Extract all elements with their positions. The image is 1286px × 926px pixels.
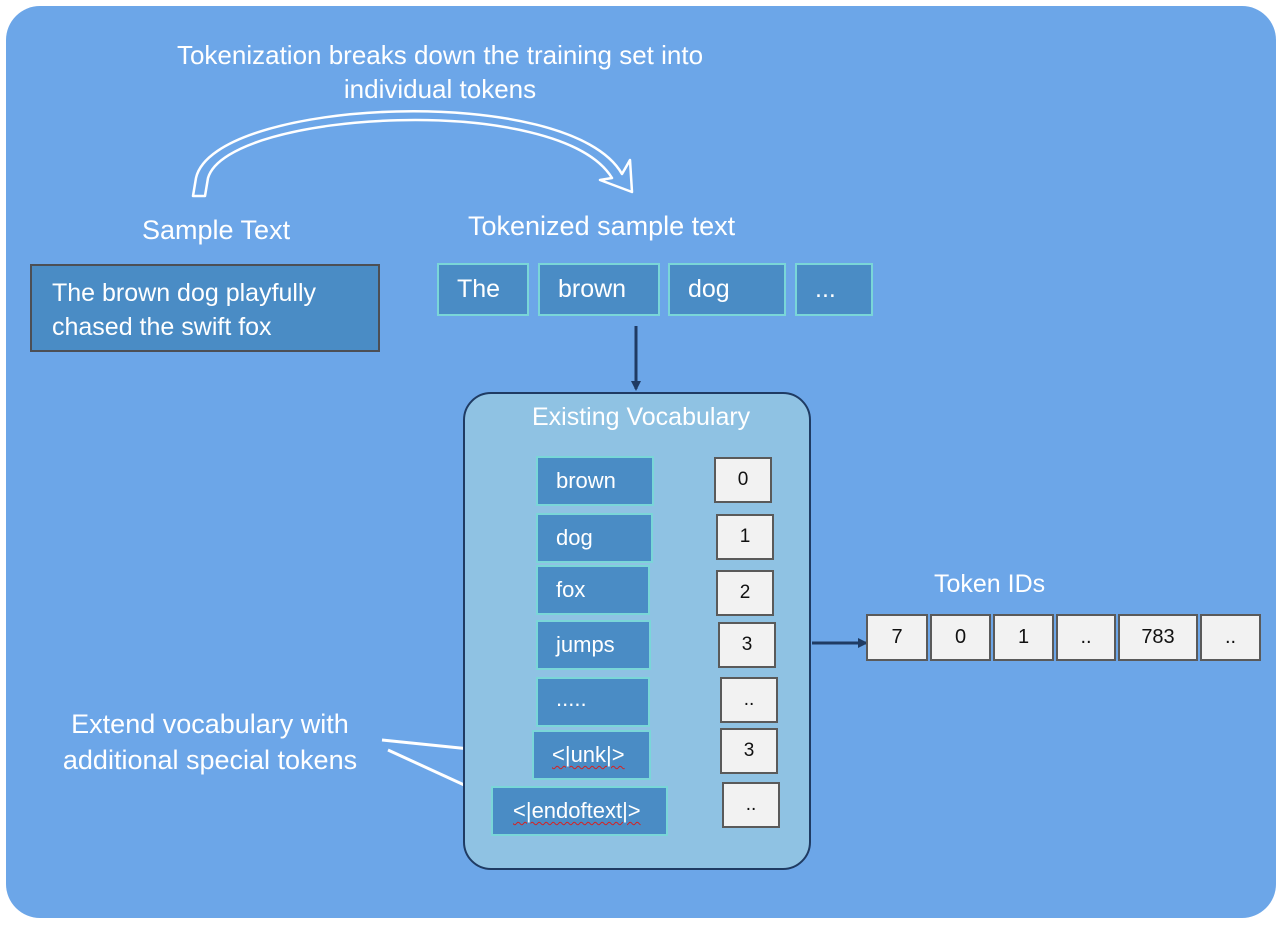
token-id-box: .. xyxy=(1056,614,1116,661)
token-box: The xyxy=(437,263,529,316)
curved-arrow xyxy=(191,110,634,198)
token-box: ... xyxy=(795,263,873,316)
vocab-special-token: <|unk|> xyxy=(532,730,651,780)
vocab-word: fox xyxy=(536,565,650,615)
vocab-word: dog xyxy=(536,513,653,563)
tokenized-label: Tokenized sample text xyxy=(468,211,736,241)
extend-vocabulary-label: Extend vocabulary with additional specia… xyxy=(62,709,358,775)
vocab-id-box: .. xyxy=(720,677,778,723)
vocab-id-box: 0 xyxy=(714,457,772,503)
sample-text-box: The brown dog playfully chased the swift… xyxy=(30,264,380,352)
token-id-box: 1 xyxy=(993,614,1054,661)
token-id-box: 0 xyxy=(930,614,991,661)
vocab-id-box: 3 xyxy=(720,728,778,774)
vocab-id-box: .. xyxy=(722,782,780,828)
diagram-title: Tokenization breaks down the training se… xyxy=(176,40,704,104)
token-box: dog xyxy=(668,263,786,316)
token-box: brown xyxy=(538,263,660,316)
sample-text-label: Sample Text xyxy=(142,215,291,245)
token-id-box: 783 xyxy=(1118,614,1198,661)
vocabulary-title: Existing Vocabulary xyxy=(532,403,751,431)
token-id-box: .. xyxy=(1200,614,1261,661)
token-id-box: 7 xyxy=(866,614,928,661)
vocab-id-box: 1 xyxy=(716,514,774,560)
vocab-special-token: <|endoftext|> xyxy=(491,786,668,836)
token-ids-label: Token IDs xyxy=(934,570,1046,598)
vocab-id-box: 3 xyxy=(718,622,776,668)
vocab-id-box: 2 xyxy=(716,570,774,616)
vocab-word: jumps xyxy=(536,620,651,670)
vocab-word: brown xyxy=(536,456,654,506)
vocab-word: ..... xyxy=(536,677,650,727)
